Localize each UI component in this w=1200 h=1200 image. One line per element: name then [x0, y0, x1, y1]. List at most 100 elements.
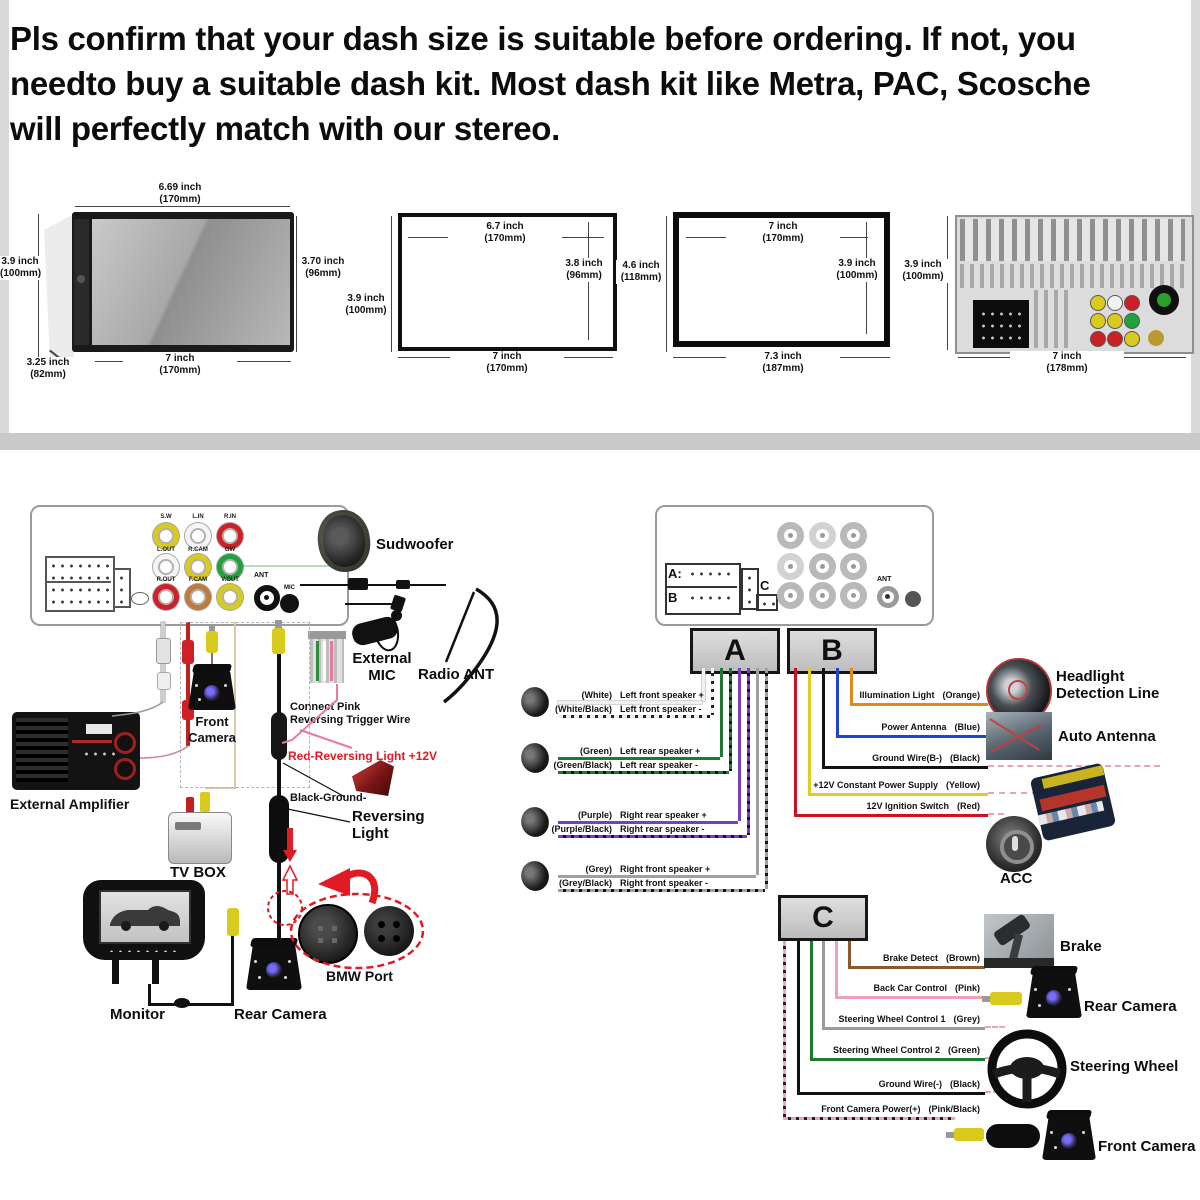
iso-connector-ab — [665, 563, 741, 615]
ant-jack-label: ANT — [254, 572, 269, 579]
dim-text: 6.69 inch — [158, 182, 202, 193]
wire — [822, 766, 988, 769]
inline-converter — [986, 1124, 1040, 1148]
camera-led — [288, 960, 291, 963]
camera-led — [258, 976, 261, 979]
iso-row-a-label: A: — [668, 566, 682, 581]
rca-plug-tip — [982, 996, 990, 1002]
key-slot — [1012, 836, 1018, 851]
wire — [231, 935, 234, 1005]
jack-label: V.OUT — [221, 577, 239, 583]
dim-text: 6.7 inch — [486, 221, 524, 232]
connector-block-c: C — [778, 895, 868, 941]
wire — [558, 715, 711, 718]
c-wire-label: Steering Wheel Control 1(Grey) — [838, 1014, 980, 1024]
wire — [835, 996, 985, 999]
camera-led — [1038, 1004, 1041, 1007]
rca-jack-vout — [217, 584, 243, 610]
wire — [756, 668, 759, 875]
inline-converter — [271, 712, 287, 760]
pin-hole — [393, 921, 400, 928]
wire — [836, 735, 988, 738]
pink-trigger-wire — [299, 729, 353, 749]
dim-label: 3.9 inch(100mm) — [341, 293, 391, 317]
iso-socket-pins — [977, 306, 1025, 342]
wire-color: (Green) — [947, 1045, 980, 1055]
dim-text: (96mm) — [566, 270, 602, 281]
black-ground-label: Black-Ground- — [290, 792, 367, 804]
wire — [558, 821, 738, 824]
camera-body — [1026, 974, 1082, 1018]
dim-text: 3.9 inch — [1, 256, 39, 267]
speaker-wire-label: (Green/Black)Left rear speaker - — [548, 760, 698, 770]
rca-jack-rcam — [185, 554, 211, 580]
rca-jack — [1091, 332, 1105, 346]
rca-plug — [227, 908, 239, 936]
dimension-line — [391, 216, 392, 352]
amplifier-display — [86, 724, 112, 734]
cable-connector — [156, 638, 171, 664]
tv-box-detail — [175, 822, 201, 830]
dim-text: (170mm) — [762, 233, 804, 244]
dim-label: 3.9 inch(100mm) — [898, 259, 948, 283]
wire — [822, 668, 825, 766]
camera-body — [246, 946, 302, 990]
jack-label: S.W — [160, 514, 172, 520]
camera-lens — [266, 962, 282, 979]
wire-color: (Black) — [949, 1079, 980, 1089]
vent-slats — [1034, 290, 1072, 348]
c-wire-label: Back Car Control(Pink) — [873, 983, 980, 993]
wire-color: (Brown) — [946, 953, 980, 963]
b-wire-label: Ground Wire(B-)(Black) — [872, 753, 980, 763]
wire-function: 12V Ignition Switch — [866, 801, 949, 811]
tv-box-label: TV BOX — [170, 864, 226, 881]
camera-led — [198, 698, 201, 701]
dim-text: 3.70 inch — [301, 256, 345, 267]
rca-jack — [1108, 332, 1122, 346]
camera-bracket — [1029, 966, 1079, 975]
rca-jack — [1125, 296, 1139, 310]
dim-label: 7.3 inch(187mm) — [726, 351, 840, 375]
wire — [720, 668, 723, 757]
oval-connector — [131, 592, 149, 605]
wire-function: Right rear speaker - — [620, 824, 705, 834]
header-text: Pls confirm that your dash size is suita… — [10, 16, 1091, 151]
pink-trigger-wire — [281, 684, 338, 744]
left-edge-strip — [0, 0, 9, 433]
radio-antenna-icon — [444, 591, 476, 663]
wire-function: +12V Constant Power Supply — [813, 780, 938, 790]
wire — [797, 1092, 985, 1095]
pin — [318, 926, 323, 931]
steering-wheel-label: Steering Wheel — [1070, 1058, 1179, 1075]
speaker-wire-label: (Grey/Black)Right front speaker - — [548, 878, 708, 888]
dim-text: (100mm) — [902, 271, 944, 282]
speaker-wire-label: (Purple)Right rear speaker + — [548, 810, 707, 820]
radio-antenna-hook — [442, 587, 499, 704]
red-reversing-label: Red-Reversing Light +12V — [288, 749, 438, 763]
camera-led — [1034, 988, 1037, 991]
ribbon-cap — [308, 631, 346, 639]
rca-plug — [272, 628, 285, 654]
rca-plug-tip — [275, 620, 282, 629]
speaker-wire-label: (Green)Left rear speaker + — [548, 746, 700, 756]
cable-connector — [348, 578, 368, 590]
wire — [211, 653, 213, 667]
pin — [332, 926, 337, 931]
rca-ring — [840, 522, 867, 549]
bmw-port-label: BMW Port — [326, 968, 393, 984]
ant-jack-pin — [264, 595, 269, 600]
auto-antenna-label: Auto Antenna — [1058, 728, 1156, 745]
headlight-label-1: Headlight — [1056, 668, 1125, 685]
dim-text: (96mm) — [305, 268, 341, 279]
dimension-line — [296, 216, 297, 352]
dim-label: 6.7 inch(170mm) — [448, 221, 562, 245]
rca-ring — [840, 553, 867, 580]
rca-ring — [809, 553, 836, 580]
wire-function: Brake Detect — [882, 953, 938, 963]
dim-label: 3.70 inch(96mm) — [300, 256, 346, 280]
wire-function: Back Car Control — [873, 983, 947, 993]
wire — [835, 941, 838, 996]
wire — [848, 966, 985, 969]
header-line-2: needto buy a suitable dash kit. Most das… — [10, 65, 1091, 102]
